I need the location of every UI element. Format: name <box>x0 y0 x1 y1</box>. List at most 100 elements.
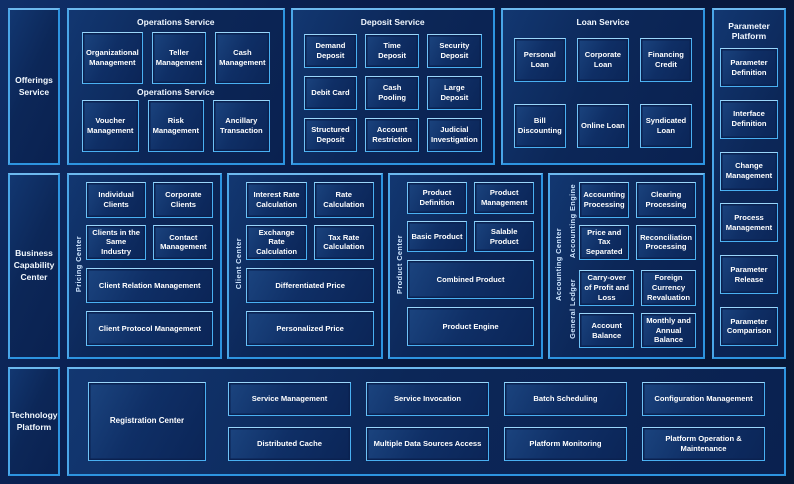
panel-client-center: Client Center Interest Rate Calculation … <box>227 173 383 359</box>
client-center-label-wrap: Client Center <box>231 182 246 346</box>
box-account-restriction: Account Restriction <box>365 118 419 152</box>
box-debit-card: Debit Card <box>303 76 358 110</box>
box-platform-operation-maintenance: Platform Operation & Maintenance <box>642 427 765 461</box>
box-process-management: Process Management <box>720 203 778 243</box>
product-center-grid: Product Definition Product Management Ba… <box>406 182 535 253</box>
client-center-grid: Interest Rate Calculation Rate Calculati… <box>246 182 374 261</box>
box-combined-product: Combined Product <box>406 260 535 300</box>
box-structured-deposit: Structured Deposit <box>303 118 358 152</box>
panel-product-center: Product Center Product Definition Produc… <box>387 173 544 359</box>
box-bill-discounting: Bill Discounting <box>513 104 566 148</box>
pricing-center-label-wrap: Pricing Center <box>71 182 86 346</box>
box-rate-calculation: Rate Calculation <box>313 182 374 218</box>
box-batch-scheduling: Batch Scheduling <box>504 382 627 416</box>
sidebar-business-capability-center: Business Capability Center <box>8 173 60 359</box>
box-ancillary-transaction: Ancillary Transaction <box>213 100 270 152</box>
product-center-label: Product Center <box>394 234 404 294</box>
box-reconciliation-processing: Reconciliation Processing <box>636 224 696 261</box>
business-capability-row: Pricing Center Individual Clients Corpor… <box>67 173 705 359</box>
box-personalized-price: Personalized Price <box>246 311 374 346</box>
accounting-center-body: Accounting Engine Accounting Processing … <box>565 182 696 349</box>
box-change-management: Change Management <box>720 151 778 191</box>
box-security-deposit: Security Deposit <box>426 34 482 68</box>
box-account-balance: Account Balance <box>579 312 635 349</box>
accounting-center-label: Accounting Center <box>554 227 564 301</box>
box-contact-management: Contact Management <box>153 224 214 261</box>
loan-service-grid: Personal Loan Corporate Loan Financing C… <box>513 38 692 148</box>
box-product-definition: Product Definition <box>406 182 468 214</box>
box-service-invocation: Service Invocation <box>366 382 489 416</box>
box-corporate-loan: Corporate Loan <box>576 38 629 82</box>
deposit-service-grid: Demand Deposit Time Deposit Security Dep… <box>303 34 482 152</box>
operations-row-1: Organizational Management Teller Managem… <box>82 32 270 84</box>
accounting-engine-group: Accounting Engine Accounting Processing … <box>565 182 696 261</box>
box-price-and-tax-separated: Price and Tax Separated <box>579 224 630 261</box>
box-service-management: Service Management <box>228 382 351 416</box>
loan-service-title: Loan Service <box>576 17 630 27</box>
product-center-body: Product Definition Product Management Ba… <box>406 182 535 346</box>
pricing-center-body: Individual Clients Corporate Clients Cli… <box>86 182 214 346</box>
box-risk-management: Risk Management <box>147 100 205 152</box>
accounting-engine-label-wrap: Accounting Engine <box>565 182 579 260</box>
box-voucher-management: Voucher Management <box>82 100 139 152</box>
product-center-label-wrap: Product Center <box>392 182 407 346</box>
client-center-body: Interest Rate Calculation Rate Calculati… <box>246 182 374 346</box>
box-foreign-currency-revaluation: Foreign Currency Revaluation <box>641 270 696 306</box>
box-client-relation-management: Client Relation Management <box>86 268 214 304</box>
box-registration-center: Registration Center <box>88 382 206 461</box>
parameter-platform-title: Parameter Platform <box>728 21 770 41</box>
offerings-service-row: Operations Service Organizational Manage… <box>67 8 705 165</box>
panel-accounting-center: Accounting Center Accounting Engine Acco… <box>548 173 705 359</box>
parameter-platform-stack: Parameter Definition Interface Definitio… <box>720 48 778 346</box>
pricing-center-grid: Individual Clients Corporate Clients Cli… <box>86 182 214 261</box>
deposit-service-title: Deposit Service <box>360 17 425 27</box>
technology-platform-grid: Service Management Service Invocation Ba… <box>228 382 765 461</box>
general-ledger-label-wrap: General Ledger <box>565 270 579 348</box>
box-distributed-cache: Distributed Cache <box>228 427 351 461</box>
operations-service-body: Organizational Management Teller Managem… <box>69 30 283 163</box>
box-time-deposit: Time Deposit <box>365 34 419 68</box>
box-interest-rate-calculation: Interest Rate Calculation <box>246 182 307 218</box>
box-online-loan: Online Loan <box>576 104 629 148</box>
operations-service-mid-label: Operations Service <box>137 87 215 97</box>
box-product-management: Product Management <box>474 182 535 214</box>
box-parameter-comparison: Parameter Comparison <box>720 306 778 346</box>
box-multiple-data-sources-access: Multiple Data Sources Access <box>366 427 489 461</box>
operations-service-title: Operations Service <box>137 17 215 27</box>
box-salable-product: Salable Product <box>474 220 535 253</box>
panel-deposit-service: Deposit Service Demand Deposit Time Depo… <box>290 8 495 165</box>
box-accounting-processing: Accounting Processing <box>579 182 630 218</box>
box-cash-management: Cash Management <box>215 32 270 84</box>
box-exchange-rate-calculation: Exchange Rate Calculation <box>246 224 307 261</box>
box-cash-pooling: Cash Pooling <box>365 76 419 110</box>
panel-operations-service: Operations Service Organizational Manage… <box>67 8 285 165</box>
box-tax-rate-calculation: Tax Rate Calculation <box>313 224 374 261</box>
panel-pricing-center: Pricing Center Individual Clients Corpor… <box>67 173 223 359</box>
box-syndicated-loan: Syndicated Loan <box>639 104 692 148</box>
client-center-label: Client Center <box>234 238 244 290</box>
accounting-engine-label: Accounting Engine <box>567 184 577 259</box>
box-monthly-annual-balance: Monthly and Annual Balance <box>641 312 696 349</box>
box-platform-monitoring: Platform Monitoring <box>504 427 627 461</box>
box-parameter-definition: Parameter Definition <box>720 48 778 87</box>
box-interface-definition: Interface Definition <box>720 99 778 139</box>
general-ledger-label: General Ledger <box>567 279 577 340</box>
box-client-protocol-management: Client Protocol Management <box>86 311 214 346</box>
pricing-center-label: Pricing Center <box>74 235 83 293</box>
general-ledger-group: General Ledger Carry-over of Profit and … <box>565 270 696 349</box>
box-clearing-processing: Clearing Processing <box>636 182 696 218</box>
box-carry-over-profit-loss: Carry-over of Profit and Loss <box>579 270 635 306</box>
box-demand-deposit: Demand Deposit <box>303 34 358 68</box>
box-basic-product: Basic Product <box>406 220 468 253</box>
accounting-engine-grid: Accounting Processing Clearing Processin… <box>579 182 696 261</box>
sidebar-offerings-service: Offerings Service <box>8 8 60 165</box>
box-differentiated-price: Differentiated Price <box>246 268 374 304</box>
panel-technology-platform: Registration Center Service Management S… <box>67 367 786 476</box>
box-parameter-release: Parameter Release <box>720 255 778 295</box>
panel-parameter-platform: Parameter Platform Parameter Definition … <box>712 8 786 359</box>
box-individual-clients: Individual Clients <box>86 182 147 218</box>
operations-row-2: Voucher Management Risk Management Ancil… <box>82 100 270 152</box>
box-product-engine: Product Engine <box>406 307 535 346</box>
panel-loan-service: Loan Service Personal Loan Corporate Loa… <box>500 8 705 165</box>
